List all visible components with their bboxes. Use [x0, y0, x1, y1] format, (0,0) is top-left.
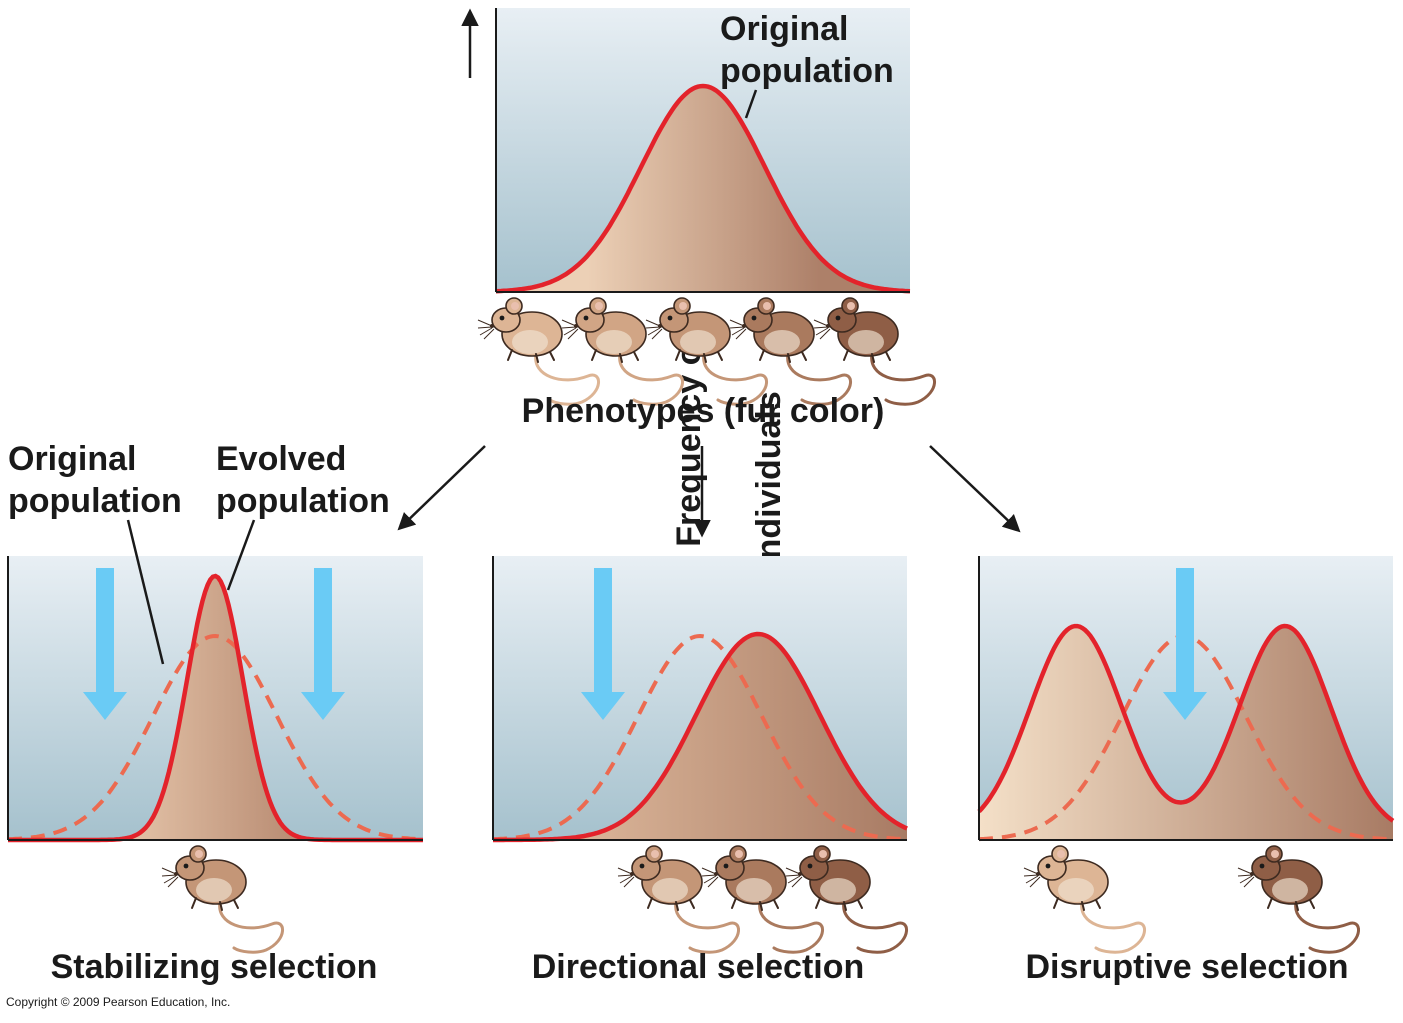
- stabilizing-mouse-1: [160, 844, 285, 954]
- disruptive-mouse-1: [1022, 844, 1147, 954]
- selection-arrow-right: [301, 568, 345, 720]
- original-population-dashed-curve: [7, 633, 424, 842]
- directional-original-dashed-curve: [492, 633, 908, 842]
- legend-evolved-label: Evolved: [216, 440, 346, 478]
- evolved-leader-line: [226, 519, 256, 591]
- legend-original-label-line2: population: [8, 482, 182, 520]
- disruptive-mouse-2: [1236, 844, 1361, 954]
- phenotype-mouse-5: [812, 296, 937, 406]
- disruptive-selection-arrow: [1163, 568, 1207, 720]
- original-population-label-line2: population: [720, 52, 894, 90]
- disruptive-selection-caption: Disruptive selection: [1025, 948, 1348, 986]
- stabilizing-selection-caption: Stabilizing selection: [51, 948, 378, 986]
- selection-arrow-left: [83, 568, 127, 720]
- directional-selection-caption: Directional selection: [532, 948, 865, 986]
- directional-mouse-3: [784, 844, 909, 954]
- original-population-leader: [744, 89, 758, 119]
- copyright-notice: Copyright © 2009 Pearson Education, Inc.: [6, 995, 230, 1009]
- original-population-label: Original: [720, 10, 848, 48]
- directional-evolved-curve: [493, 631, 908, 843]
- evolved-population-fill: [8, 576, 423, 840]
- legend-evolved-label-line2: population: [216, 482, 390, 520]
- phenotypes-axis-label: Phenotypes (fur color): [522, 392, 885, 430]
- arrow-to-disruptive: [929, 445, 1021, 533]
- original-population-curve: [495, 83, 911, 294]
- y-axis-label-line2: individuals: [750, 391, 788, 569]
- arrow-to-stabilizing: [397, 445, 486, 531]
- original-population-fill: [496, 86, 910, 292]
- legend-original-label: Original: [8, 440, 136, 478]
- disruptive-evolved-curve: [977, 623, 1395, 823]
- original-leader-line: [126, 519, 165, 665]
- directional-selection-arrow: [581, 568, 625, 720]
